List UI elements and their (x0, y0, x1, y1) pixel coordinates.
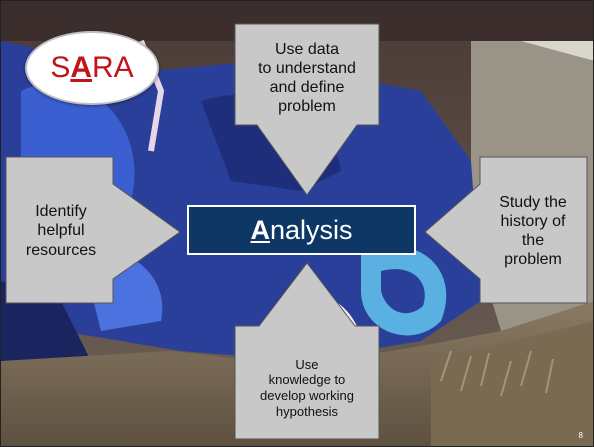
analysis-rest: nalysis (269, 214, 353, 245)
top-arrow-text: Use data to understand and define proble… (235, 31, 379, 125)
analysis-highlight: A (250, 214, 270, 245)
bottom-arrow-line-3: develop working (260, 388, 354, 403)
analysis-center-box: Analysis (187, 205, 416, 255)
top-arrow-line-2: to understand (258, 59, 356, 77)
right-arrow-line-2: history of (500, 212, 566, 230)
sara-logo-rest: RA (92, 51, 134, 84)
left-arrow-line-2: helpful (37, 222, 85, 240)
bottom-arrow-line-1: Use (295, 356, 319, 372)
left-arrow-line-3: resources (25, 241, 97, 259)
bottom-arrow-text: Use knowledge to develop working hypothe… (235, 341, 379, 435)
sara-logo-text: SARA (50, 51, 133, 85)
right-arrow-line-1: Study the (499, 193, 567, 211)
top-arrow-line-1: Use data (274, 40, 340, 58)
analysis-label: Analysis (250, 215, 352, 246)
slide-number: 8 (578, 431, 583, 440)
left-arrow-line-1: Identify (35, 203, 87, 221)
right-arrow-line-3: the (521, 232, 545, 249)
right-arrow-text: Study the history of the problem (479, 161, 587, 301)
bottom-arrow-line-2: knowledge to (268, 372, 346, 388)
right-arrow-line-4: problem (504, 251, 562, 269)
sara-logo-highlight: A (70, 51, 92, 84)
sara-logo: SARA (25, 31, 159, 105)
left-arrow-text: Identify helpful resources (6, 161, 116, 301)
bottom-arrow-line-4: hypothesis (275, 403, 339, 419)
top-arrow-line-3: and define (269, 79, 345, 96)
sara-logo-first: S (50, 51, 71, 84)
top-arrow-line-4: problem (278, 98, 336, 116)
